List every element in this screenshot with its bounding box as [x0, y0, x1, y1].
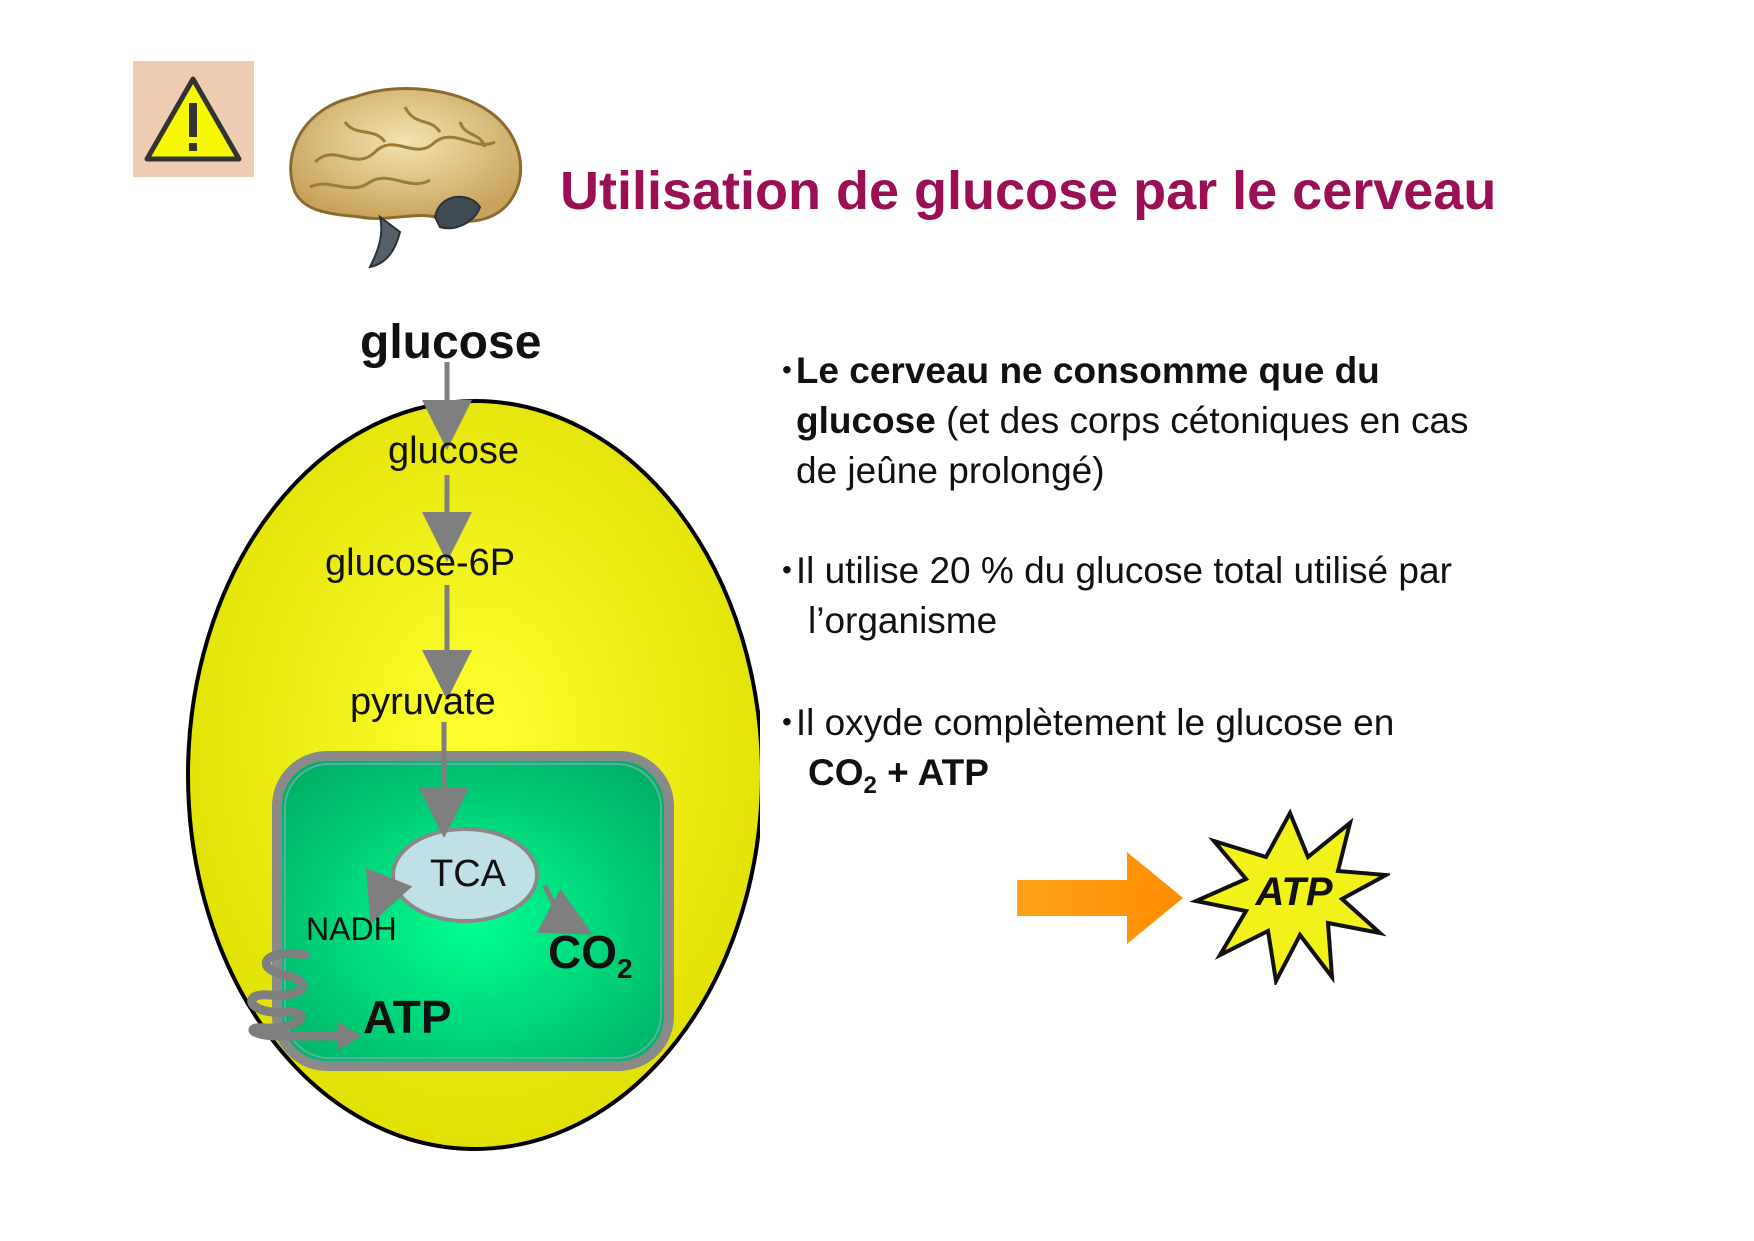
label-atp: ATP [363, 991, 452, 1043]
warning-box [133, 61, 254, 177]
label-glucose-inside: glucose [388, 430, 519, 472]
label-co2-main: CO [548, 926, 617, 978]
orange-arrow-icon [1017, 852, 1183, 944]
bullet-3-formula: CO2 + ATP [782, 748, 1682, 811]
metabolism-diagram [186, 362, 760, 1151]
formula-co: CO [808, 752, 864, 793]
label-tca: TCA [430, 853, 506, 895]
electron-chain-squiggle [247, 949, 345, 1041]
bullet-2-line2: l’organisme [808, 600, 998, 641]
bullet-1-line1: Le cerveau ne consomme que du [795, 350, 1380, 391]
atp-badge-text: ATP [1254, 870, 1332, 914]
formula-sub: 2 [863, 772, 877, 799]
arrow-to-nadh [365, 867, 413, 924]
label-pyruvate: pyruvate [350, 681, 496, 723]
label-co2: CO2 [548, 925, 633, 985]
bullet-3-line1: Il oxyde complètement le glucose en [795, 702, 1395, 743]
bullet-2: •Il utilise 20 % du glucose total utilis… [782, 545, 1682, 646]
bullet-3: •Il oxyde complètement le glucose en CO2… [782, 697, 1682, 811]
bullet-1-line3: de jeûne prolongé) [796, 450, 1105, 491]
brain-illustration [289, 87, 523, 269]
label-glucose-outside: glucose [360, 316, 542, 369]
formula-rest: + ATP [876, 752, 989, 793]
warning-triangle-icon [144, 76, 242, 162]
label-nadh: NADH [306, 911, 397, 947]
arrow-to-co2 [536, 884, 593, 935]
page-title: Utilisation de glucose par le cerveau [560, 161, 1497, 221]
label-co2-sub: 2 [617, 953, 633, 984]
label-glucose-6p: glucose-6P [325, 542, 516, 584]
bullet-1-line2-rest: (et des corps cétoniques en cas [935, 400, 1469, 441]
atp-starburst-icon: ATP [1190, 808, 1390, 985]
bullet-1-bold-word: glucose [796, 400, 936, 441]
bullet-2-line1: Il utilise 20 % du glucose total utilisé… [795, 550, 1452, 591]
bullet-1: •Le cerveau ne consomme que du glucose (… [782, 345, 1682, 496]
